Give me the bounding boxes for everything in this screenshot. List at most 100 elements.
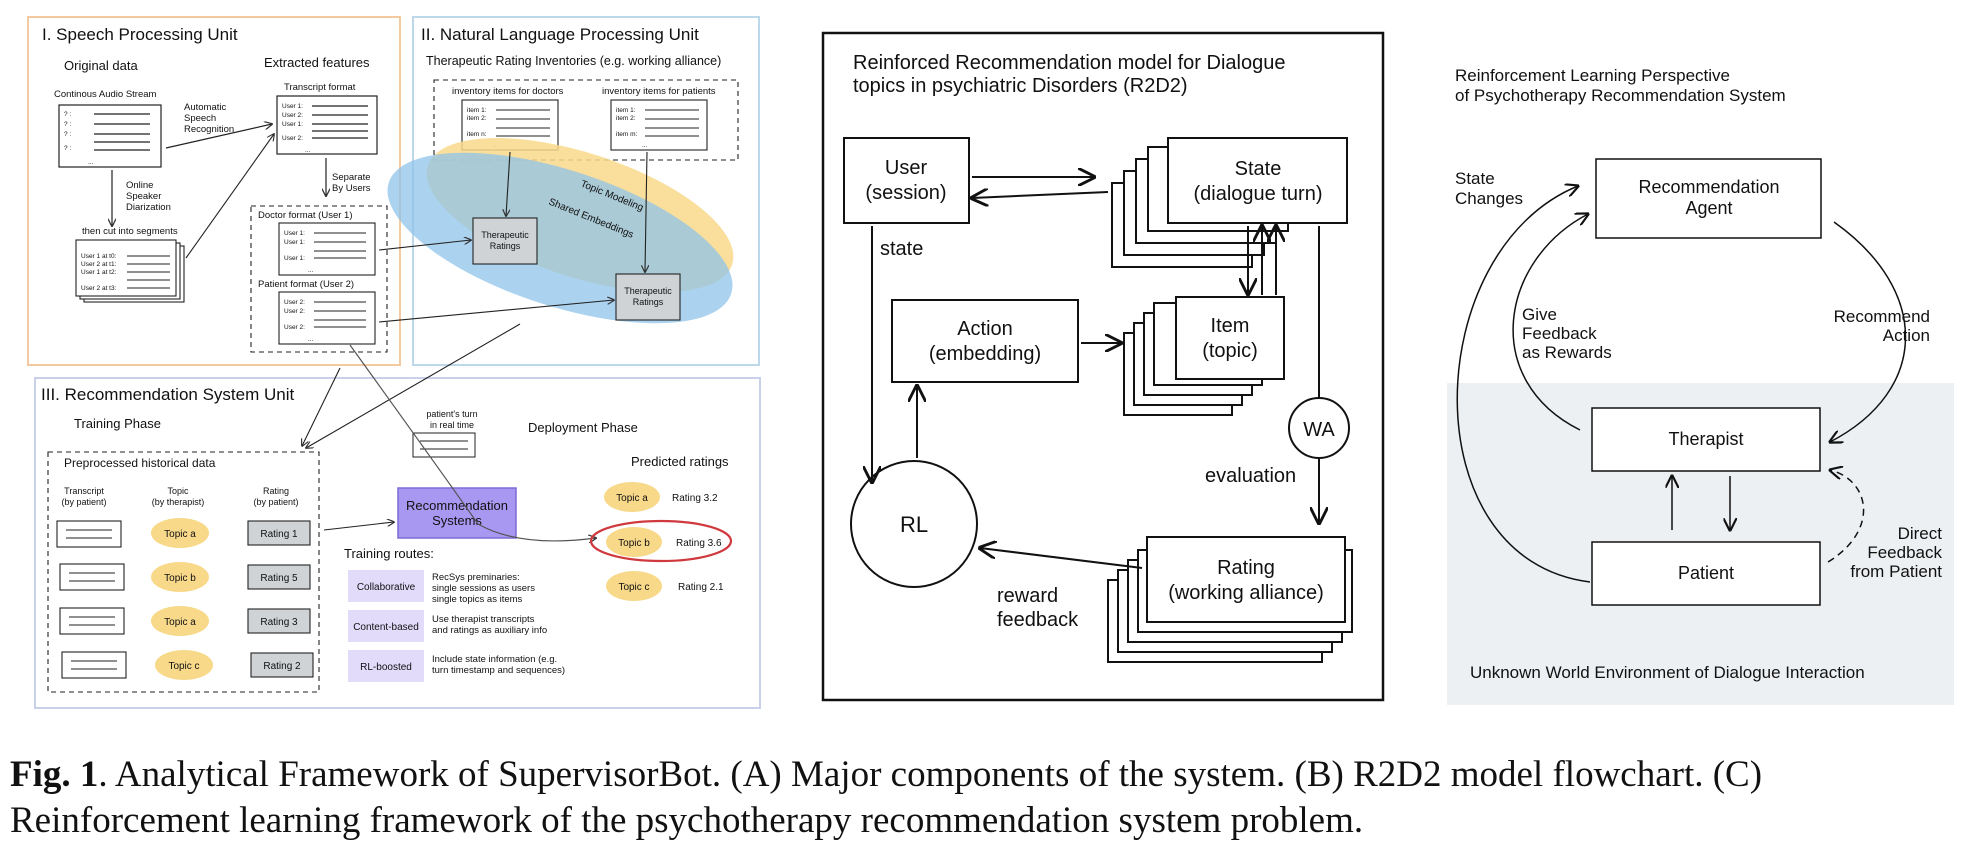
col-rating-1: Rating xyxy=(263,486,289,496)
recommend-action-label-1: Recommend xyxy=(1834,307,1930,326)
training-routes-label: Training routes: xyxy=(344,546,434,561)
svg-text:Collaborative: Collaborative xyxy=(357,582,416,593)
svg-text:User 1 at t0:: User 1 at t0: xyxy=(81,253,117,260)
items-patients-label: inventory items for patients xyxy=(602,86,716,97)
history-row-2: Topic b Rating 5 xyxy=(59,562,311,592)
figure-canvas: I. Speech Processing Unit Original data … xyxy=(27,16,1954,709)
svg-text:User 1:: User 1: xyxy=(282,103,303,110)
svg-text:Recommendation: Recommendation xyxy=(1638,177,1779,197)
svg-text:Rating 3.6: Rating 3.6 xyxy=(676,538,722,549)
svg-text:Include state information (e.g: Include state information (e.g. xyxy=(432,654,557,665)
panel-b-frame xyxy=(821,31,1385,702)
therapeutic-ratings-box-1: Therapeutic Ratings xyxy=(472,217,538,265)
svg-text:RL: RL xyxy=(900,512,928,537)
svg-text:item 1:: item 1: xyxy=(616,107,636,114)
svg-text:User 2:: User 2: xyxy=(284,308,305,315)
route-content-based: Content-based Use therapist transcripts … xyxy=(348,610,547,642)
transcript-doc: User 1: User 2: User 1: User 2: ... xyxy=(276,95,378,155)
evaluation-label: evaluation xyxy=(1205,465,1296,487)
asr-label-2: Speech xyxy=(184,113,216,124)
svg-text:User 1:: User 1: xyxy=(284,255,305,262)
doctor-doc: User 1: User 1: User 1: ... xyxy=(278,222,376,276)
svg-text:User: User xyxy=(885,157,928,179)
patient-node: Patient xyxy=(1591,541,1821,606)
nlp-unit-title: II. Natural Language Processing Unit xyxy=(421,25,699,44)
svg-text:RL-boosted: RL-boosted xyxy=(360,662,412,673)
svg-text:Topic b: Topic b xyxy=(164,573,196,584)
svg-text:Rating 3: Rating 3 xyxy=(260,617,298,628)
panel-b: Reinforced Recommendation model for Dial… xyxy=(821,31,1385,702)
deployment-phase-label: Deployment Phase xyxy=(528,420,638,435)
svg-text:(dialogue turn): (dialogue turn) xyxy=(1194,183,1323,205)
col-topic-2: (by therapist) xyxy=(152,497,205,507)
svg-text:User 1:: User 1: xyxy=(284,230,305,237)
diarization-label-1: Online xyxy=(126,180,153,191)
cut-segments-label: then cut into segments xyxy=(82,226,178,237)
transcript-format-label: Transcript format xyxy=(284,82,356,93)
predicted-row-1: Topic a Rating 3.2 xyxy=(604,482,718,512)
col-rating-2: (by patient) xyxy=(253,497,298,507)
svg-text:...: ... xyxy=(308,336,314,343)
svg-text:Rating 5: Rating 5 xyxy=(260,573,298,584)
svg-text:single sessions as users: single sessions as users xyxy=(432,583,535,594)
give-feedback-label-1: Give xyxy=(1522,305,1557,324)
give-feedback-label-3: as Rewards xyxy=(1522,343,1612,362)
col-transcript-2: (by patient) xyxy=(61,497,106,507)
svg-text:(session): (session) xyxy=(865,182,946,204)
svg-text:Ratings: Ratings xyxy=(633,297,664,307)
extracted-features-label: Extracted features xyxy=(264,55,370,70)
r2d2-title-2: topics in psychiatric Disorders (R2D2) xyxy=(853,75,1188,97)
history-row-3: Topic a Rating 3 xyxy=(59,606,311,636)
svg-text:Therapeutic: Therapeutic xyxy=(481,230,529,240)
inventories-label: Therapeutic Rating Inventories (e.g. wor… xyxy=(426,54,721,68)
svg-text:Systems: Systems xyxy=(432,513,482,528)
caption-label: Fig. 1 xyxy=(10,754,99,795)
svg-text:Action: Action xyxy=(957,318,1013,340)
svg-text:item n:: item n: xyxy=(467,131,487,138)
original-data-label: Original data xyxy=(64,58,138,73)
svg-text:Ratings: Ratings xyxy=(490,241,521,251)
audio-doc: ? : ? : ? : ? : ... xyxy=(58,104,162,168)
figure-caption: Fig. 1. Analytical Framework of Supervis… xyxy=(10,752,1960,844)
svg-text:User 2:: User 2: xyxy=(284,299,305,306)
svg-text:RecSys preminaries:: RecSys preminaries: xyxy=(432,572,520,583)
svg-text:Therapist: Therapist xyxy=(1668,429,1743,449)
audio-stream-label: Continous Audio Stream xyxy=(54,89,157,100)
svg-text:(embedding): (embedding) xyxy=(929,343,1041,365)
deployment-arrow xyxy=(349,344,596,541)
svg-text:User 2:: User 2: xyxy=(282,135,303,142)
predicted-row-2: Topic b Rating 3.6 xyxy=(606,527,722,557)
svg-text:WA: WA xyxy=(1303,419,1335,441)
recommend-action-label-2: Action xyxy=(1883,326,1930,345)
svg-text:User 2:: User 2: xyxy=(284,324,305,331)
speech-unit-title: I. Speech Processing Unit xyxy=(42,25,238,44)
give-feedback-arrow xyxy=(1512,214,1588,431)
patient-format-label: Patient format (User 2) xyxy=(258,279,354,290)
svg-text:(topic): (topic) xyxy=(1202,340,1258,362)
svg-text:(working alliance): (working alliance) xyxy=(1168,582,1324,604)
predicted-row-3: Topic c Rating 2.1 xyxy=(606,571,724,601)
rating-node: Rating (working alliance) xyxy=(1107,536,1353,663)
direct-feedback-label-1: Direct xyxy=(1898,524,1943,543)
panel-c-title-2: of Psychotherapy Recommendation System xyxy=(1455,86,1786,105)
svg-text:Content-based: Content-based xyxy=(353,622,419,633)
preprocessed-label: Preprocessed historical data xyxy=(64,456,216,470)
svg-text:item m:: item m: xyxy=(616,131,638,138)
svg-text:Topic c: Topic c xyxy=(168,661,199,672)
patients-turn-doc: patient's turn in real time xyxy=(412,409,478,458)
svg-text:...: ... xyxy=(642,142,648,149)
history-row-4: Topic c Rating 2 xyxy=(61,650,314,680)
svg-text:User 1 at t2:: User 1 at t2: xyxy=(81,269,117,276)
give-feedback-label-2: Feedback xyxy=(1522,324,1597,343)
svg-text:User 1:: User 1: xyxy=(282,121,303,128)
svg-text:Topic a: Topic a xyxy=(616,493,648,504)
svg-text:Topic a: Topic a xyxy=(164,529,196,540)
training-phase-label: Training Phase xyxy=(74,416,161,431)
segments-doc: User 1 at t0: User 2 at t1: User 1 at t2… xyxy=(75,239,185,303)
state-changes-label-1: State xyxy=(1455,169,1495,188)
svg-text:item 1:: item 1: xyxy=(467,107,487,114)
svg-text:and ratings as auxiliary info: and ratings as auxiliary info xyxy=(432,625,547,636)
caption-text: . Analytical Framework of SupervisorBot.… xyxy=(10,754,1763,841)
diarization-label-2: Speaker xyxy=(126,191,161,202)
item-node: Item (topic) xyxy=(1123,296,1285,416)
